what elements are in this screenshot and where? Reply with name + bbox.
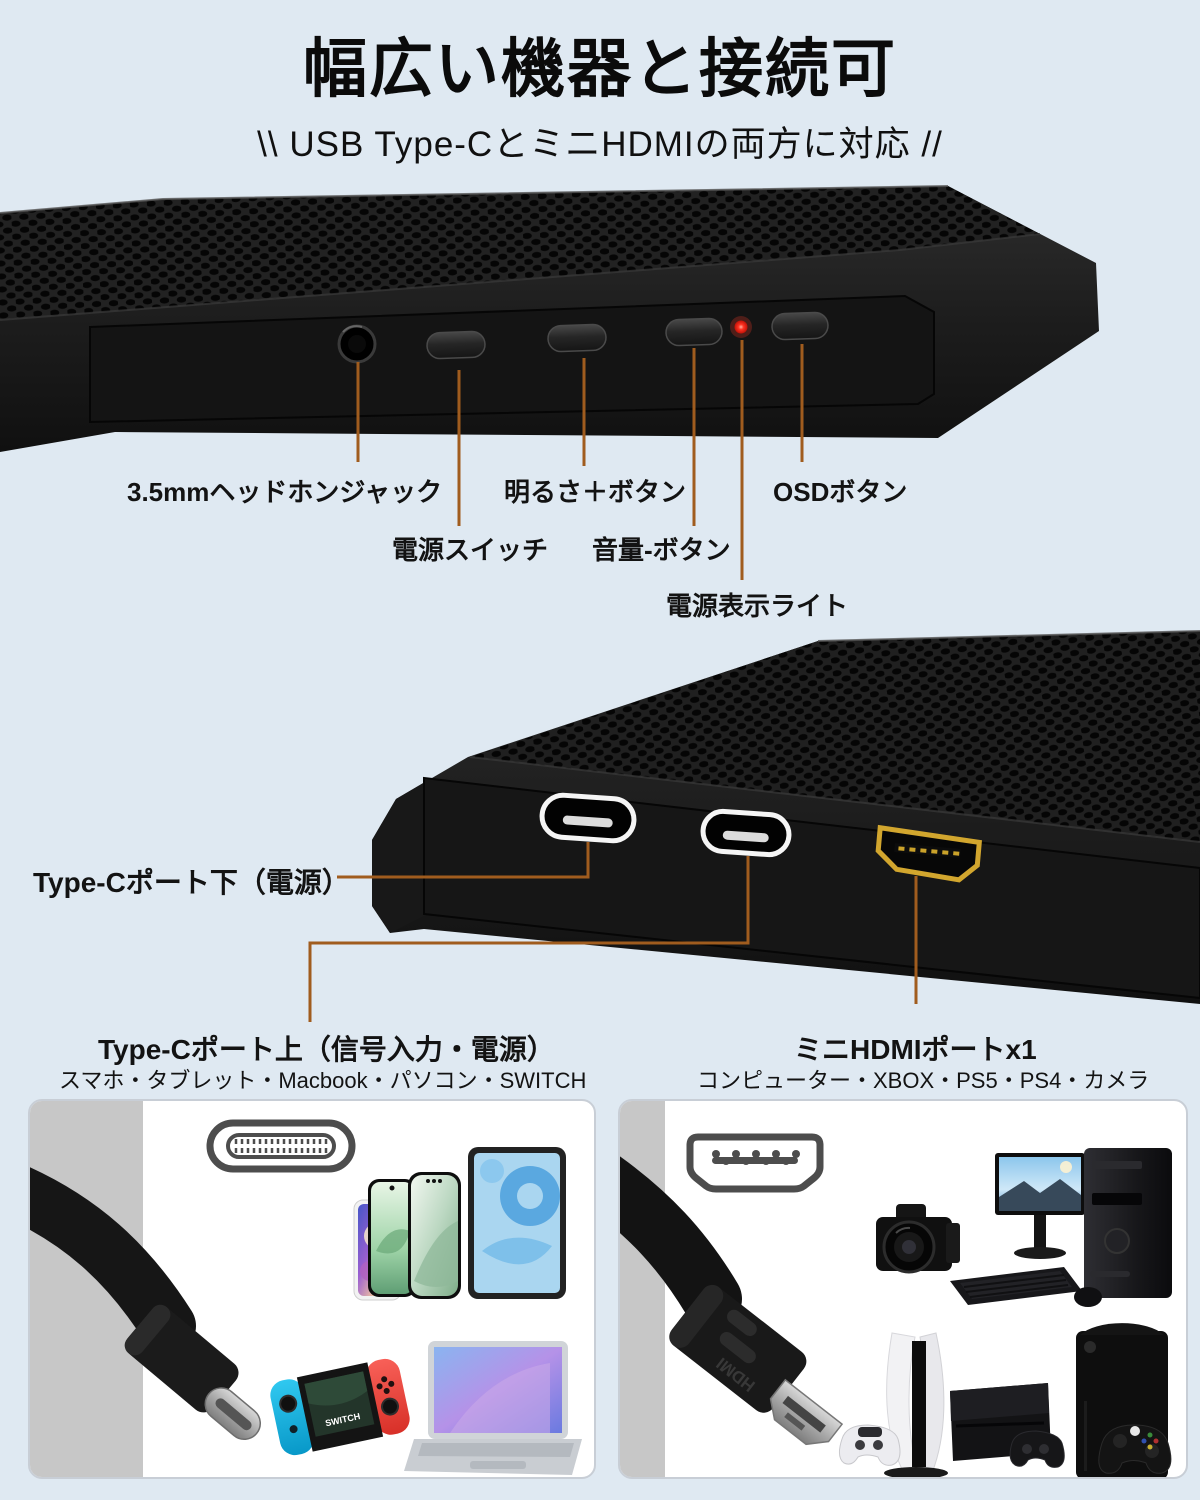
monitor-port-edge-view [372, 630, 1200, 1004]
hdmi-port-icon [686, 1133, 824, 1193]
top-callout-lines [356, 340, 804, 580]
back-edge-highlight [0, 185, 949, 214]
label-typec-lower: Type-Cポート下（電源） [33, 867, 350, 898]
ps4-controller [1009, 1430, 1065, 1468]
label-mini-hdmi-devices: コンピューター・XBOX・PS5・PS4・カメラ [697, 1068, 1150, 1093]
callout-line-typec-lower [337, 842, 590, 879]
mesh-back-panel [470, 631, 1200, 842]
pc-tower [1084, 1148, 1172, 1298]
usb-c-devices-panel: SWITCH [28, 1099, 596, 1479]
monitor-edge-diagrams [0, 185, 1200, 1022]
mouse [1074, 1287, 1102, 1307]
label-power-switch: 電源スイッチ [392, 535, 549, 565]
label-typec-upper: Type-Cポート上（信号入力・電源） [98, 1034, 555, 1065]
nintendo-switch: SWITCH [270, 1358, 410, 1456]
desktop-monitor [995, 1153, 1085, 1259]
volume-down-button [665, 317, 723, 347]
mesh-back-panel [0, 186, 1040, 320]
label-brightness-up: 明るさ＋ボタン [504, 477, 687, 507]
camera [876, 1204, 960, 1274]
label-typec-upper-devices: スマホ・タブレット・Macbook・パソコン・SWITCH [59, 1068, 587, 1093]
power-button [426, 330, 486, 360]
usb-c-plug-tip [204, 1387, 262, 1441]
usb-c-port-lower [539, 792, 637, 844]
page-subtitle: \\ USB Type-CとミニHDMIの両方に対応 // [257, 125, 943, 164]
callout-line-typec-upper [308, 856, 750, 1022]
mesh-crease [0, 233, 1041, 321]
headphone-jack [337, 324, 377, 364]
usb-c-cable [30, 1167, 262, 1441]
usb-c-panel-illustration: SWITCH [30, 1101, 582, 1477]
hdmi-devices-panel: HDMI [618, 1099, 1188, 1479]
mesh-crease [469, 756, 1200, 843]
hdmi-plug-tip [769, 1378, 844, 1446]
page-title: 幅広い機器と接続可 [303, 33, 897, 105]
hdmi-cable: HDMI [620, 1156, 844, 1446]
label-power-led: 電源表示ライト [666, 591, 849, 621]
ps5-controller [838, 1424, 901, 1466]
mini-hdmi-port [875, 824, 982, 883]
label-osd-button: OSDボタン [773, 477, 908, 507]
gray-strip [620, 1101, 665, 1477]
keyboard [950, 1267, 1082, 1305]
brightness-up-button [547, 323, 607, 353]
back-edge-highlight [817, 630, 1200, 642]
laptop [404, 1341, 582, 1475]
hdmi-panel-illustration: HDMI [620, 1101, 1172, 1477]
usb-c-port-icon [206, 1119, 356, 1173]
left-side-face [372, 779, 430, 933]
label-volume-down: 音量-ボタン [592, 535, 731, 565]
monitor-top-edge-view [0, 185, 1099, 452]
port-callout-lines [308, 842, 918, 1022]
osd-button [771, 311, 829, 341]
smartphone-green [368, 1179, 416, 1297]
tablet-ipad [468, 1147, 566, 1299]
label-headphone-jack: 3.5mmヘッドホンジャック [127, 477, 443, 507]
usb-c-port-upper [700, 808, 792, 858]
button-recess-bar [89, 294, 935, 424]
smartphone-large [408, 1172, 461, 1299]
power-led [730, 316, 752, 338]
xbox-controller [1098, 1424, 1172, 1474]
label-mini-hdmi: ミニHDMIポートx1 [794, 1034, 1037, 1065]
